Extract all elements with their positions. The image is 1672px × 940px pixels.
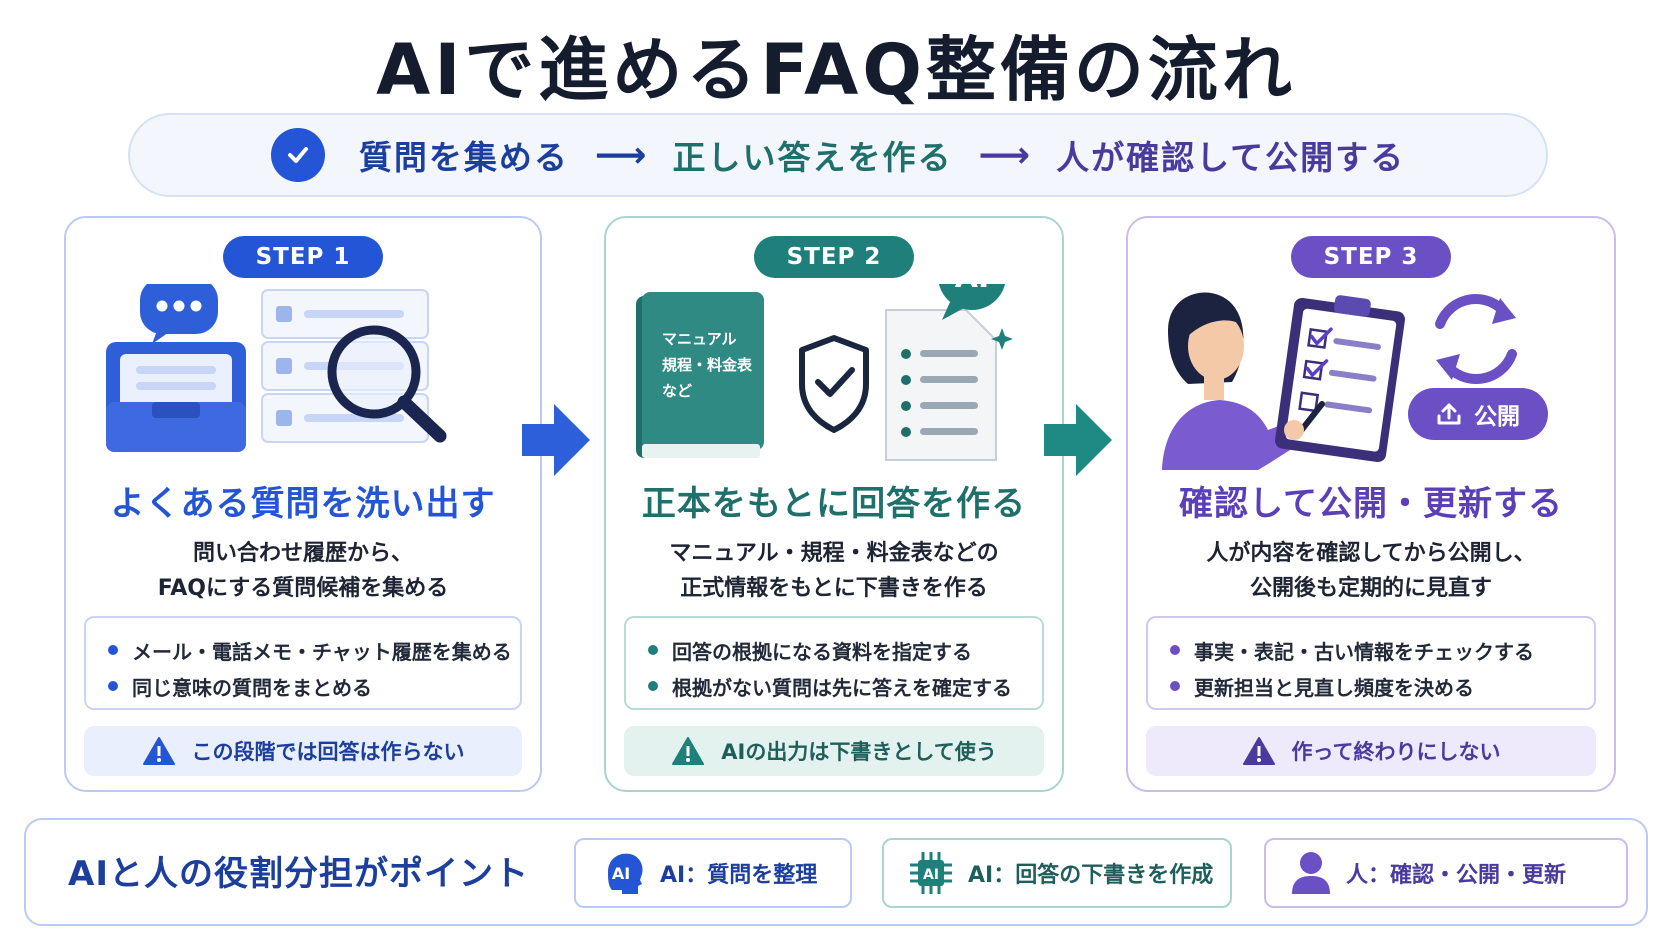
step-description: 人が内容を確認してから公開し、 公開後も定期的に見直す xyxy=(1206,541,1536,601)
warning-note: AIの出力は下書きとして使う xyxy=(624,726,1044,776)
book-title: マニュアル xyxy=(662,330,737,348)
step-description: 問い合わせ履歴から、 FAQにする質問候補を集める xyxy=(157,541,449,601)
process-summary-bar: 質問を集める ⟶ 正しい答えを作る ⟶ 人が確認して公開する xyxy=(128,113,1548,197)
ai-head-icon: AI xyxy=(608,853,643,894)
step-bullets: メール・電話メモ・チャット履歴を集める 同じ意味の質問をまとめる xyxy=(84,616,522,710)
step-heading: 確認して公開・更新する xyxy=(1179,484,1563,524)
arrow-right-icon xyxy=(1044,404,1112,476)
flow-step-collect: 質問を集める xyxy=(358,138,569,177)
page-title: AIで進めるFAQ整備の流れ xyxy=(376,29,1296,111)
list-item: 根拠がない質問は先に答えを確定する xyxy=(648,668,1042,704)
svg-text:AI: AI xyxy=(612,864,630,883)
shield-check-icon xyxy=(799,335,869,433)
step-description: マニュアル・規程・料金表などの 正式情報をもとに下書きを作る xyxy=(669,541,999,601)
list-item: 更新担当と見直し頻度を決める xyxy=(1170,668,1594,704)
warning-note: 作って終わりにしない xyxy=(1146,726,1596,776)
document-icon xyxy=(885,309,997,461)
list-item: 同じ意味の質問をまとめる xyxy=(108,668,520,704)
ai-bubble-label: AI xyxy=(955,284,989,295)
check-circle-icon xyxy=(270,128,325,182)
role-split-panel: AIと人の役割分担がポイント AI AI：質問を整理 AI AI：回答の下書きを… xyxy=(24,818,1648,926)
upload-icon xyxy=(1437,403,1461,425)
step-2-card: STEP 2 マニュアル 規程・料金表 など AI xyxy=(604,216,1064,792)
step-bullets: 回答の根拠になる資料を指定する 根拠がない質問は先に答えを確定する xyxy=(624,616,1044,710)
magnifier-icon xyxy=(327,325,447,443)
book-icon xyxy=(636,292,764,458)
role-ai-organize: AI AI：質問を整理 xyxy=(574,838,852,908)
role-ai-draft: AI AI：回答の下書きを作成 xyxy=(882,838,1232,908)
step-heading: よくある質問を洗い出す xyxy=(110,484,496,524)
step-bullets: 事実・表記・古い情報をチェックする 更新担当と見直し頻度を決める xyxy=(1146,616,1596,710)
arrow-right-icon: ⟶ xyxy=(594,134,647,176)
step-badge: STEP 3 xyxy=(1291,236,1451,278)
person-checklist-illustration xyxy=(1162,292,1517,470)
arrow-right-icon: ⟶ xyxy=(978,134,1031,176)
list-item: 回答の根拠になる資料を指定する xyxy=(648,632,1042,668)
person-icon xyxy=(1292,852,1330,894)
role-split-title: AIと人の役割分担がポイント xyxy=(68,854,529,894)
step-1-card: STEP 1 よくある質問を洗い出す 問い合わせ履歴 xyxy=(64,216,542,792)
person-icon xyxy=(1162,292,1312,470)
publish-button: 公開 xyxy=(1408,388,1548,440)
flow-step-publish: 人が確認して公開する xyxy=(1056,138,1406,177)
svg-text:AI: AI xyxy=(923,867,939,883)
warning-icon xyxy=(672,737,705,765)
ai-bubble-icon xyxy=(938,284,1006,320)
refresh-arrowhead xyxy=(1492,298,1516,324)
inbox-tray-icon xyxy=(106,342,246,452)
warning-note: この段階では回答は作らない xyxy=(84,726,522,776)
list-item: 事実・表記・古い情報をチェックする xyxy=(1170,632,1594,668)
role-human: 人：確認・公開・更新 xyxy=(1264,838,1628,908)
inbox-search-illustration xyxy=(106,284,447,452)
clipboard-checklist-icon xyxy=(1275,295,1405,463)
flow-step-answer: 正しい答えを作る xyxy=(672,138,953,177)
book-etc: など xyxy=(662,382,692,400)
step-heading: 正本をもとに回答を作る xyxy=(641,484,1027,524)
ai-chip-icon: AI xyxy=(910,852,952,894)
warning-icon xyxy=(142,737,175,765)
sparkle-icon xyxy=(991,328,1013,350)
list-item: メール・電話メモ・チャット履歴を集める xyxy=(108,632,520,668)
step-badge: STEP 1 xyxy=(223,236,383,278)
book-subtitle: 規程・料金表 xyxy=(662,356,753,374)
book-shield-document-illustration: マニュアル 規程・料金表 など AI xyxy=(636,284,1013,461)
warning-icon xyxy=(1242,737,1275,765)
chat-bubble-icon xyxy=(140,284,218,344)
arrow-right-icon xyxy=(522,404,590,476)
step-badge: STEP 2 xyxy=(754,236,914,278)
step-3-card: STEP 3 xyxy=(1126,216,1616,792)
